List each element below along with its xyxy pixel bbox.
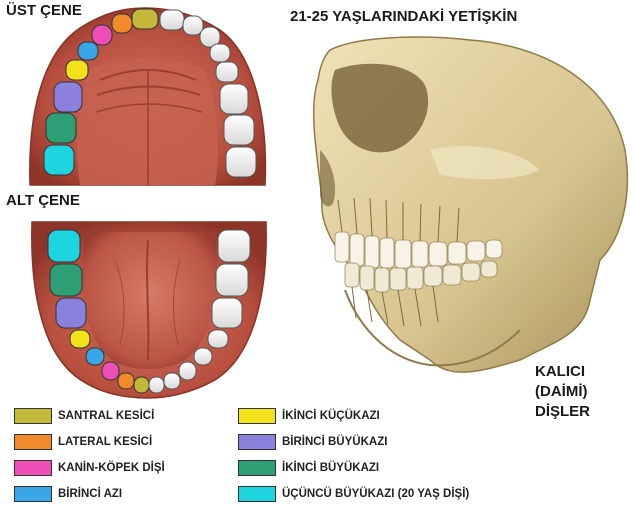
upper-third-molar	[44, 145, 74, 175]
legend-label: KANİN-KÖPEK DİŞİ	[58, 462, 165, 474]
upper-first-molar	[54, 82, 82, 112]
legend-swatch	[14, 486, 52, 502]
legend-swatch	[238, 408, 276, 424]
skull-illustration	[314, 37, 628, 372]
legend-item-first-molar: BİRİNCİ BÜYÜKAZI	[238, 432, 387, 452]
legend-label: İKİNCİ KÜÇÜKAZI	[282, 410, 380, 422]
lower-third-molar	[48, 230, 80, 262]
legend-label: LATERAL KESİCİ	[58, 436, 152, 448]
legend-swatch	[238, 486, 276, 502]
legend-label: SANTRAL KESİCİ	[58, 410, 154, 422]
upper-jaw	[30, 8, 266, 185]
upper-second-premolar	[66, 60, 88, 80]
legend-item-second-molar: İKİNCİ BÜYÜKAZI	[238, 458, 379, 478]
legend-label: BİRİNCİ AZI	[58, 488, 122, 500]
legend-item-central-incisor: SANTRAL KESİCİ	[14, 406, 154, 426]
upper-lateral-incisor	[112, 14, 132, 33]
lower-central-incisor	[134, 377, 149, 393]
legend-item-first-premolar: BİRİNCİ AZI	[14, 484, 122, 504]
legend-swatch	[14, 460, 52, 476]
legend-item-second-premolar: İKİNCİ KÜÇÜKAZI	[238, 406, 380, 426]
lower-lateral-incisor	[118, 373, 134, 389]
legend-label: ÜÇÜNCÜ BÜYÜKAZI (20 YAŞ DİŞİ)	[282, 488, 469, 500]
legend-swatch	[238, 434, 276, 450]
legend-label: İKİNCİ BÜYÜKAZI	[282, 462, 379, 474]
upper-canine	[92, 25, 112, 45]
lower-second-molar	[50, 264, 82, 296]
legend-item-third-molar: ÜÇÜNCÜ BÜYÜKAZI (20 YAŞ DİŞİ)	[238, 484, 469, 504]
legend-item-canine: KANİN-KÖPEK DİŞİ	[14, 458, 165, 478]
legend-swatch	[14, 434, 52, 450]
legend-swatch	[14, 408, 52, 424]
legend-item-lateral-incisor: LATERAL KESİCİ	[14, 432, 152, 452]
upper-central-incisor	[132, 9, 158, 29]
upper-first-premolar	[78, 42, 98, 60]
lower-second-premolar	[70, 330, 90, 348]
legend-label: BİRİNCİ BÜYÜKAZI	[282, 436, 387, 448]
lower-first-molar	[56, 298, 86, 328]
upper-second-molar	[46, 113, 76, 143]
legend-swatch	[238, 460, 276, 476]
lower-canine	[102, 362, 119, 380]
lower-first-premolar	[86, 348, 104, 365]
lower-jaw	[32, 222, 266, 398]
